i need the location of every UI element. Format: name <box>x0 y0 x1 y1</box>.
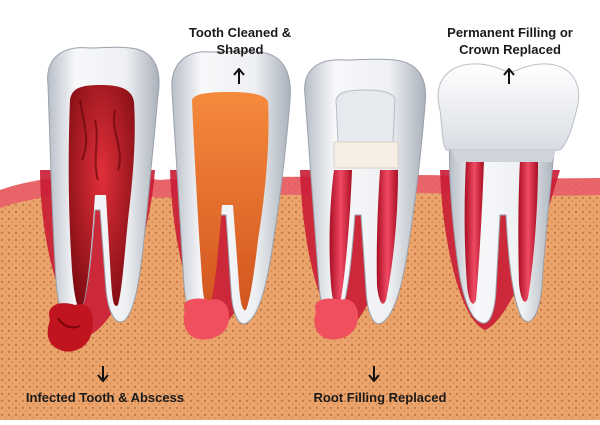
label-infected-tooth: Infected Tooth & Abscess <box>25 390 185 405</box>
tooth-infected <box>47 46 160 352</box>
arrow-down-icon <box>368 366 380 382</box>
root-filling-right <box>376 170 398 304</box>
cleaned-canal <box>192 92 269 311</box>
label-permanent-filling: Permanent Filling or Crown Replaced <box>430 24 590 58</box>
label-permanent-filling-line1: Permanent Filling or <box>447 25 573 40</box>
tooth-root-filled <box>304 58 427 340</box>
arrow-up-icon <box>233 68 245 84</box>
root-filling-left-2 <box>464 160 484 304</box>
label-root-filling: Root Filling Replaced <box>313 390 447 405</box>
root-filling-right-2 <box>518 160 538 302</box>
label-tooth-cleaned-line1: Tooth Cleaned & <box>188 25 292 40</box>
arrow-down-icon <box>97 366 109 382</box>
tooth-cleaned <box>171 50 291 340</box>
label-tooth-cleaned: Tooth Cleaned & Shaped <box>168 24 312 58</box>
root-filling-left <box>329 170 352 308</box>
temporary-filling <box>335 89 396 143</box>
arrow-up-icon <box>503 68 515 84</box>
label-tooth-cleaned-line2: Shaped <box>216 42 264 57</box>
label-permanent-filling-line2: Crown Replaced <box>459 42 561 57</box>
tooth-crowned <box>437 63 580 324</box>
base-material <box>333 141 399 169</box>
